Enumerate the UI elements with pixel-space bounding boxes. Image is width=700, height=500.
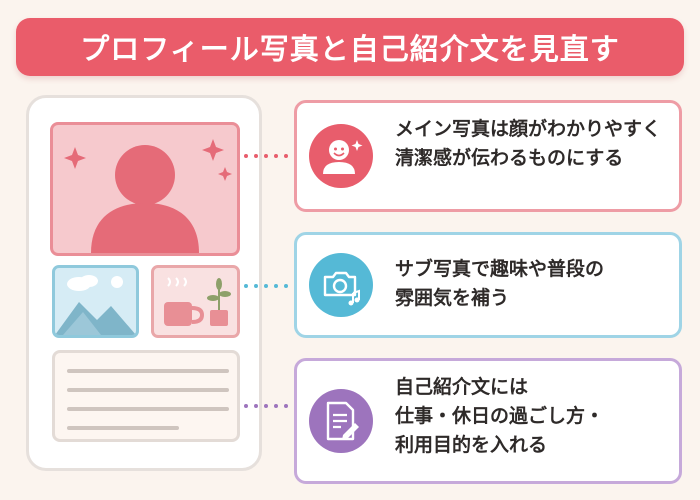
- card-line: 雰囲気を補う: [395, 287, 510, 309]
- tip-card-main-photo: メイン写真は顔がわかりやすく 清潔感が伝わるものにする: [294, 100, 682, 212]
- sub-photo-cup-plant: [151, 265, 240, 338]
- person-silhouette-icon: [64, 139, 232, 253]
- card-line: 利用目的を入れる: [395, 434, 548, 456]
- document-pen-icon: [309, 389, 373, 453]
- text-line: [67, 388, 229, 392]
- text-line: [67, 426, 179, 430]
- card-line: サブ写真で趣味や普段の: [395, 258, 605, 280]
- card-line: メイン写真は顔がわかりやすく: [395, 118, 662, 140]
- text-line: [67, 369, 229, 373]
- card-line: 仕事・休日の過ごし方・: [395, 405, 605, 427]
- card-text: メイン写真は顔がわかりやすく 清潔感が伝わるものにする: [395, 115, 661, 173]
- smiling-person-icon: [309, 124, 373, 188]
- card-line: 自己紹介文には: [395, 376, 529, 398]
- camera-music-icon: [309, 253, 373, 317]
- card-text: サブ写真で趣味や普段の 雰囲気を補う: [395, 255, 604, 313]
- text-line: [67, 407, 229, 411]
- sub-photo-landscape: [52, 265, 139, 338]
- cup-plant-icon: [164, 277, 231, 326]
- intro-text-block: [52, 350, 240, 442]
- card-line: 清潔感が伝わるものにする: [395, 147, 624, 169]
- landscape-icon: [55, 275, 136, 335]
- tip-card-intro-text: 自己紹介文には 仕事・休日の過ごし方・ 利用目的を入れる: [294, 358, 682, 484]
- page-title: プロフィール写真と自己紹介文を見直す: [80, 32, 620, 66]
- card-text: 自己紹介文には 仕事・休日の過ごし方・ 利用目的を入れる: [395, 373, 604, 460]
- title-banner: プロフィール写真と自己紹介文を見直す: [16, 18, 684, 76]
- main-photo: [50, 122, 240, 256]
- connector-dots: [244, 154, 288, 408]
- tip-card-sub-photo: サブ写真で趣味や普段の 雰囲気を補う: [294, 232, 682, 338]
